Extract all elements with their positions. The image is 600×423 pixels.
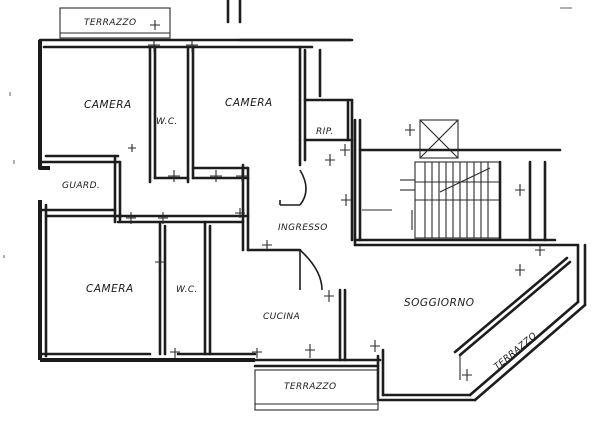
markers: [126, 20, 545, 381]
label-camera-bottom: CAMERA: [86, 283, 134, 295]
neighbour-structure: [226, 0, 354, 102]
label-wc-top: W.C.: [156, 117, 178, 127]
scan-artefacts: [3, 7, 572, 258]
interior-walls-lower: [253, 288, 477, 402]
living-terrace: [453, 243, 587, 402]
interior-walls-upper: [38, 45, 354, 252]
terrace-bottom: [254, 369, 379, 411]
label-camera-right: CAMERA: [225, 97, 273, 109]
doors: [279, 169, 323, 291]
label-wc-bottom: W.C.: [176, 285, 198, 295]
label-cucina: CUCINA: [263, 312, 300, 322]
exterior-walls: [38, 38, 352, 362]
interior-walls-middle: [38, 208, 302, 356]
label-terrazzo-bottom: TERRAZZO: [284, 382, 336, 392]
label-soggiorno: SOGGIORNO: [404, 297, 474, 309]
stair-well: [353, 118, 580, 247]
label-guard: GUARD.: [62, 181, 100, 191]
label-terrazzo-top: TERRAZZO: [84, 18, 136, 28]
label-rip: RIP.: [316, 127, 334, 137]
label-camera-left: CAMERA: [84, 99, 132, 111]
terrace-top: [59, 7, 171, 39]
label-ingresso: INGRESSO: [278, 223, 328, 233]
